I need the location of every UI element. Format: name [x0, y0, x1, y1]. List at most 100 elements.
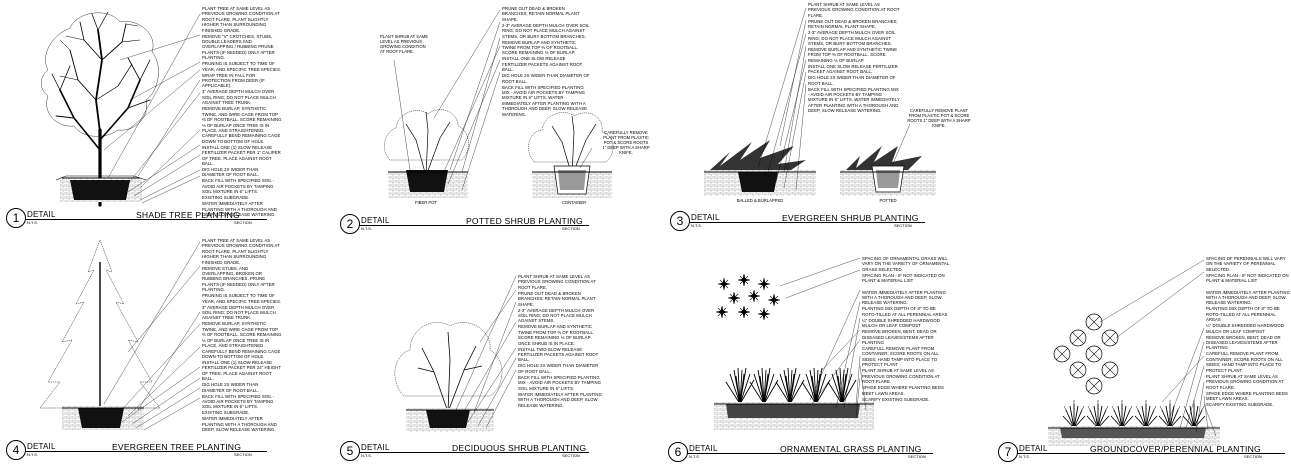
note: WATER IMMEDIATELY AFTER PLANTING WITH A … [862, 289, 946, 306]
note: REMOVE BURLAP AND SYNTHETIC TWINE FROM T… [808, 47, 898, 63]
note: WATER IMMEDIATELY AFTER PLANTING WITH A … [202, 416, 277, 433]
title-underline [25, 219, 267, 220]
note: WATER IMMEDIATELY AFTER PLANTING WITH A … [518, 391, 602, 408]
detail-5-deciduous-shrub-planting: PLANT SHRUB AT SAME LEVEL AS PREVIOUS GR… [330, 232, 650, 464]
detail-view: SECTION [894, 223, 912, 228]
detail-title-block: 1 DETAIL N.T.S. SHADE TREE PLANTING SECT… [6, 208, 306, 230]
note: WRAP TREE IN FALL FOR PROTECTION FROM DE… [202, 72, 265, 89]
note: PLANT SHRUB AT SAME LEVEL AS PREVIOUS GR… [518, 274, 596, 290]
note: PLANT SHRUB AT SAME LEVEL AS PREVIOUS GR… [862, 368, 940, 385]
detail-scale: N.T.S. [689, 454, 700, 459]
note: PLANTING MIX DEPTH OF 8" TO BE ROTO-TILL… [862, 306, 948, 317]
detail-view: SECTION [1244, 454, 1262, 459]
note: PLANTING MIX DEPTH OF 8" TO BE ROTO-TILL… [1206, 306, 1280, 323]
note: EXISTING SUBGRADE. [202, 195, 250, 201]
detail-scale: N.T.S. [27, 452, 38, 457]
notes-detail-1: PLANT TREE AT SAME LEVEL AS PREVIOUS GRO… [202, 6, 282, 218]
note: PRUNE OUT DEAD & BROKEN BRANCHES; RETAIN… [518, 290, 596, 307]
detail-number: 3 [670, 211, 690, 231]
detail-title: EVERGREEN SHRUB PLANTING [782, 213, 919, 223]
detail-title-block: 7 DETAIL N.T.S. GROUNDCOVER/PERENNIAL PL… [998, 442, 1288, 464]
note: SPACING OF PERENNIALS WILL VARY ON THE V… [1206, 256, 1286, 272]
note: DIG HOLE 2X WIDER THAN DIAMETER OF ROOT … [808, 75, 896, 86]
note: 2-3" AVERAGE DEPTH MULCH OVER SOIL RING;… [518, 307, 595, 324]
note: PRUNE OUT DEAD & BROKEN BRANCHES; RETAIN… [502, 6, 580, 22]
note: INSTALL ONE SLOW RELEASE FERTILIZER PACK… [502, 56, 583, 73]
note: DIG HOLE 2X WIDER THAN DIAMETER OF ROOT … [518, 363, 599, 374]
title-underline [25, 451, 267, 452]
detail-number: 6 [668, 442, 688, 462]
note: REMOVE "V" CROTCHES, STUBS, DOUBLE LEADE… [202, 33, 275, 61]
note: REMOVE BURLAP, SYNTHETIC TWINE, AND WIRE… [202, 321, 282, 359]
notes-detail-4: PLANT TREE AT SAME LEVEL AS PREVIOUS GRO… [202, 238, 282, 433]
note: REMOVE BROKEN, BENT, DEAD OR DISEASED LE… [1206, 334, 1281, 351]
note: REMOVE BURLAP AND SYNTHETIC TWINE FROM T… [502, 39, 579, 56]
detail-7-groundcover-perennial-planting: SPACING OF PERENNIALS WILL VARY ON THE V… [990, 232, 1291, 464]
detail-label: DETAIL [1019, 444, 1048, 453]
groundcover-perennial-drawing [1048, 259, 1220, 446]
notes-detail-3: PLANT SHRUB AT SAME LEVEL AS PREVIOUS GR… [808, 2, 900, 114]
label-balled-burlapped: BALLED & BURLAPPED [736, 198, 784, 203]
detail-number: 5 [340, 441, 360, 461]
note: BACK FILL WITH SPECIFIED PLANTING MIX - … [502, 84, 588, 117]
note: 2-3" AVERAGE DEPTH MULCH OVER SOIL RING;… [502, 22, 590, 39]
label-fiber-pot: FIBER POT [414, 200, 438, 205]
note: WATER IMMEDIATELY AFTER PLANTING WITH A … [1206, 289, 1290, 306]
note: SPACING PLAN - IF NOT INDICATED ON PLANT… [1206, 272, 1289, 284]
evergreen-shrub-drawing [704, 7, 936, 196]
note: PLANT TREE AT SAME LEVEL AS PREVIOUS GRO… [202, 6, 280, 33]
detail-title: SHADE TREE PLANTING [136, 210, 240, 220]
note: SPADE EDGE WHERE PLANTING BEDS MEET LAWN… [862, 385, 944, 396]
detail-scale: N.T.S. [361, 453, 372, 458]
note: SPACING OF ORNAMENTAL GRASS WILL VARY ON… [862, 256, 950, 272]
detail-label: DETAIL [27, 210, 56, 219]
note: CAREFULL REMOVE PLANT FROM CONTAINER; SC… [862, 346, 939, 368]
label-remove-from-pot: CAREFULLY REMOVE PLANT FROM PLASTIC POT … [907, 108, 971, 128]
detail-title: POTTED SHRUB PLANTING [466, 216, 583, 226]
note: REMOVE BURLAP AND SYNTHETIC TWINE FROM T… [518, 324, 595, 346]
detail-scale: N.T.S. [691, 223, 702, 228]
note: BACK FILL WITH SPECIFIED PLANTING MIX - … [808, 86, 900, 114]
note: INSTALL ONE (1) SLOW RELEASE FERTILIZER … [202, 359, 281, 382]
detail-3-evergreen-shrub-planting: PLANT SHRUB AT SAME LEVEL AS PREVIOUS GR… [660, 0, 980, 232]
detail-number: 2 [340, 214, 360, 234]
detail-label: DETAIL [27, 442, 56, 451]
detail-title: DECIDUOUS SHRUB PLANTING [452, 443, 587, 453]
evergreen-tree-drawing [39, 239, 201, 431]
detail-label: DETAIL [361, 443, 390, 452]
detail-label: DETAIL [691, 213, 720, 222]
detail-title: EVERGREEN TREE PLANTING [112, 442, 242, 452]
label-container: CONTAINER [561, 200, 587, 205]
shade-tree-drawing [41, 11, 201, 207]
note: PLANT SHRUB AT SAME LEVEL AS PREVIOUS GR… [1206, 373, 1284, 390]
note: DIG HOLE 2X WIDER THAN DIAMETER OF ROOT … [202, 166, 259, 178]
note: EXISTING SUBGRADE. [202, 410, 250, 416]
detail-title-block: 3 DETAIL N.T.S. EVERGREEN SHRUB PLANTING… [670, 211, 960, 233]
note: ¼" DOUBLE SHREDDED HARDWOOD MULCH OR LEA… [1206, 323, 1284, 334]
detail-number: 4 [6, 440, 26, 460]
label-plant-at-same-level: PLANT SHRUB AT SAME LEVEL AS PREVIOUS GR… [380, 34, 429, 54]
note: PRUNING IS SUBJECT TO TIME OF YEAR, AND … [202, 61, 282, 72]
detail-2-potted-shrub-planting: PRUNE OUT DEAD & BROKEN BRANCHES; RETAIN… [330, 0, 650, 234]
note: 2-3" AVERAGE DEPTH MULCH OVER SOIL RING;… [808, 30, 896, 47]
note: SCARIFY EXISTING SUBGRADE. [1206, 401, 1274, 407]
note: WATER IMMEDIATELY AFTER PLANTING WITH A … [202, 201, 277, 217]
label-potted: POTTED [879, 198, 897, 203]
detail-number: 7 [998, 442, 1018, 462]
title-underline [359, 452, 589, 453]
note: REMOVE BURLAP, SYNTHETIC TWINE, AND WIRE… [202, 106, 282, 144]
note: PRUNE OUT DEAD & BROKEN BRANCHES; RETAIN… [808, 18, 898, 30]
detail-label: DETAIL [361, 216, 390, 225]
detail-6-ornamental-grass-planting: SPACING OF ORNAMENTAL GRASS WILL VARY ON… [660, 232, 990, 464]
detail-view: SECTION [234, 220, 252, 225]
note: INSTALL ONE (1) SLOW RELEASE FERTILIZER … [202, 144, 281, 166]
label-remove-from-pot: CAREFULLY REMOVE PLANT FROM PLASTIC POT … [602, 130, 650, 155]
title-underline [359, 225, 589, 226]
notes-detail-6: SPACING OF ORNAMENTAL GRASS WILL VARY ON… [862, 256, 950, 403]
detail-scale: N.T.S. [27, 220, 38, 225]
note: CAREFULL REMOVE PLANT FROM CONTAINER; SC… [1206, 351, 1283, 373]
note: REMOVE STUBS, AND OVERLAPPING, BROKEN OR… [202, 265, 275, 293]
detail-title-block: 4 DETAIL N.T.S. EVERGREEN TREE PLANTING … [6, 440, 306, 462]
notes-detail-2: PRUNE OUT DEAD & BROKEN BRANCHES; RETAIN… [502, 6, 590, 118]
